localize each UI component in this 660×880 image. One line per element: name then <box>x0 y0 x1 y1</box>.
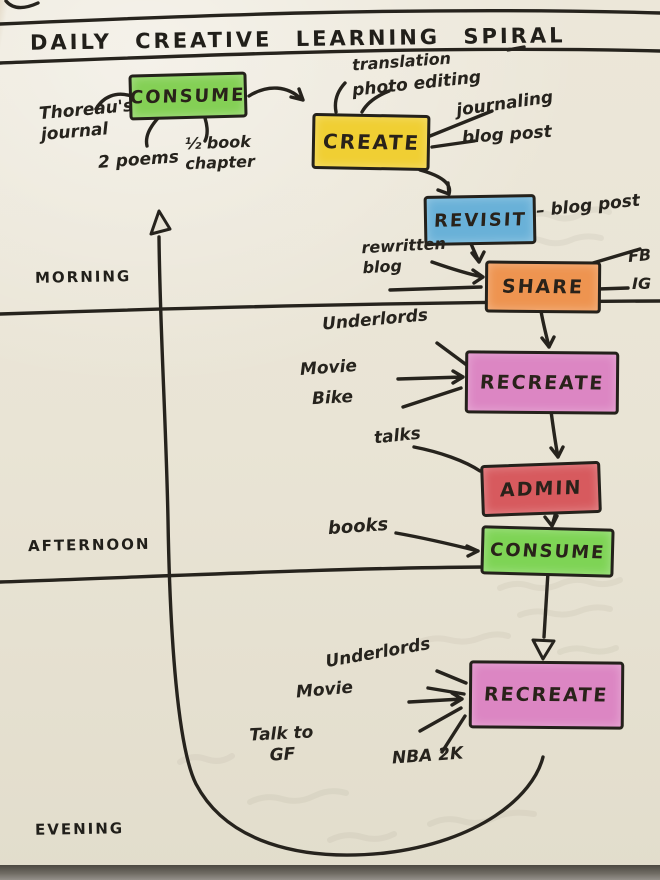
node-admin-label: ADMIN <box>499 476 583 502</box>
consume2-hollow-arrowhead-down <box>531 638 556 661</box>
annotation-half-book-chapter: ½ book chapter <box>184 131 256 174</box>
arrow-recreate1-to-admin <box>549 409 565 459</box>
underlords2-to-recreate2-line <box>435 669 468 685</box>
arrow-books-to-consume2 <box>394 531 480 558</box>
annotation-books: books <box>327 513 389 540</box>
section-label-evening: EVENING <box>34 819 125 839</box>
arrow-share-to-recreate1 <box>539 309 556 349</box>
node-recreate-evening: RECREATE <box>468 660 625 730</box>
photo-bottom-edge <box>0 865 660 880</box>
underlords1-to-recreate1-line <box>435 341 470 368</box>
node-create: CREATE <box>311 112 431 172</box>
create-to-journaling-line <box>428 109 494 138</box>
flow-arrows <box>0 0 660 857</box>
annotation-rewritten-blog: rewritten blog <box>361 233 447 278</box>
loop-hollow-arrowhead-up <box>149 209 172 236</box>
annotation-movie-1: Movie <box>299 356 358 380</box>
nba2k-to-recreate2-line <box>440 714 467 754</box>
create-callout-arcs <box>333 81 391 114</box>
node-share-label: SHARE <box>501 275 585 299</box>
node-revisit-label: REVISIT <box>433 208 527 232</box>
arrow-movie2-to-recreate2 <box>407 691 464 707</box>
section-label-afternoon: AFTERNOON <box>27 534 151 556</box>
talks-to-admin-line <box>412 445 482 473</box>
node-create-label: CREATE <box>321 129 421 155</box>
share-to-ig-line <box>596 286 630 291</box>
annotation-fb: FB <box>627 245 652 266</box>
top-rule-line <box>0 8 660 26</box>
node-consume-morning: CONSUME <box>128 71 248 121</box>
annotation-thoreaus-journal: Thoreau's journal <box>38 95 134 146</box>
create-to-blog-post-line <box>430 139 476 149</box>
annotation-bike: Bike <box>311 386 354 410</box>
node-admin: ADMIN <box>480 460 602 518</box>
spiral-binding-mark <box>4 0 40 10</box>
bike-to-recreate1-line <box>401 386 463 409</box>
section-label-morning: MORNING <box>34 267 132 287</box>
blog-to-share-line <box>388 285 483 292</box>
node-consume-afternoon: CONSUME <box>480 525 615 578</box>
title-underline <box>0 45 660 65</box>
arrow-rewritten-to-share <box>430 260 485 285</box>
arrow-consume1-to-create <box>247 86 305 102</box>
arrow-movie1-to-recreate1 <box>396 369 465 385</box>
annotation-ig: IG <box>632 274 652 293</box>
talk-to-gf-to-recreate2-line <box>418 706 463 733</box>
node-recreate-afternoon: RECREATE <box>464 350 620 415</box>
node-consume-morning-label: CONSUME <box>129 83 247 109</box>
node-consume-afternoon-label: CONSUME <box>488 539 607 564</box>
consume2-down-line <box>542 570 550 639</box>
node-share: SHARE <box>484 260 602 314</box>
node-recreate-afternoon-label: RECREATE <box>478 370 606 395</box>
share-to-fb-line <box>591 247 642 265</box>
afternoon-divider-line <box>0 565 486 584</box>
recreate2-extra-ray <box>426 686 466 696</box>
node-recreate-evening-label: RECREATE <box>483 683 610 707</box>
evening-loop-curve <box>157 235 545 857</box>
annotation-talk-to-gf: Talk to GF <box>248 722 314 766</box>
arrow-create-to-revisit <box>418 168 452 196</box>
